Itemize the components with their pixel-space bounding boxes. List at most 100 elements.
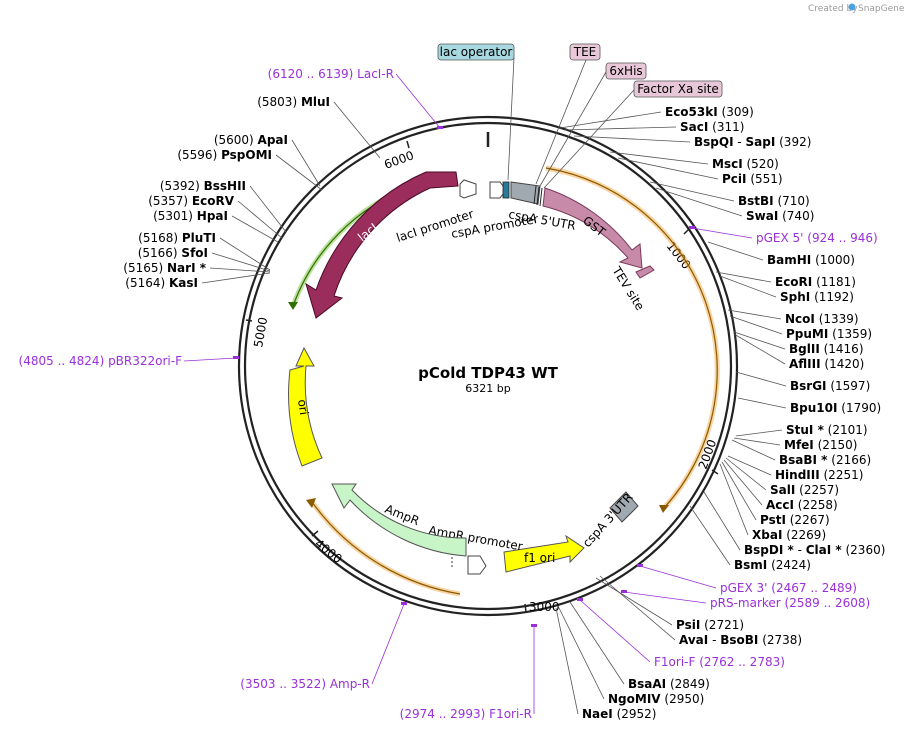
site-leader-line: [721, 461, 757, 521]
restriction-site[interactable]: AccI (2258): [723, 459, 838, 512]
restriction-site[interactable]: XbaI (2269): [719, 463, 826, 542]
restriction-site[interactable]: NaeI (2952): [555, 607, 656, 721]
primer-label: (3503 .. 3522) Amp-R: [240, 677, 370, 691]
restriction-site[interactable]: BsrGI (1597): [735, 371, 870, 393]
cspa-3utr-feature[interactable]: [609, 491, 639, 523]
restriction-site[interactable]: SalI (2257): [725, 457, 839, 497]
restriction-site[interactable]: BsaAI (2849): [569, 601, 710, 691]
lac-operator-feature[interactable]: [502, 181, 510, 199]
laci-promoter-feature[interactable]: [459, 179, 477, 199]
restriction-site[interactable]: (5166) SfoI: [138, 246, 271, 272]
restriction-site[interactable]: BstBI (710): [649, 181, 810, 208]
site-leader-line: [719, 463, 749, 536]
site-label: AvaI - BsoBI (2738): [679, 633, 802, 647]
factor-xa-box[interactable]: [633, 80, 723, 98]
primer-label: pGEX 3' (2467 .. 2489): [720, 581, 857, 595]
restriction-site[interactable]: SphI (1192): [719, 275, 854, 304]
primer[interactable]: (2974 .. 2993) F1ori-R: [400, 624, 537, 721]
tee-box[interactable]: [569, 43, 601, 61]
restriction-site[interactable]: SacI (311): [563, 120, 744, 134]
restriction-site[interactable]: BsaBI * (2166): [731, 439, 871, 467]
site-leader-line: [559, 111, 662, 129]
site-label: PciI (551): [722, 172, 783, 186]
6xhis-box[interactable]: [605, 62, 647, 80]
site-label: BamHI (1000): [767, 253, 855, 267]
site-leader-line: [725, 457, 767, 491]
restriction-site[interactable]: EcoRI (1181): [715, 271, 856, 289]
restriction-site[interactable]: MscI (520): [609, 151, 779, 171]
restriction-site[interactable]: (5803) MluI: [257, 95, 381, 159]
primer[interactable]: (6120 .. 6139) LacI-R: [268, 67, 443, 129]
primer[interactable]: pRS-marker (2589 .. 2608): [621, 590, 870, 610]
primer-label: (2974 .. 2993) F1ori-R: [400, 707, 532, 721]
site-leader-line: [569, 601, 625, 685]
orange-band-arrowhead: [659, 505, 669, 513]
tick-label-5000: 5000: [251, 316, 270, 349]
primer-leader-line: [639, 565, 717, 589]
primer[interactable]: pGEX 5' (924 .. 946): [689, 226, 878, 245]
cspa-5utr-feature[interactable]: [510, 181, 541, 205]
restriction-site[interactable]: (5392) BssHII: [160, 179, 287, 233]
tick-4000: [311, 530, 319, 537]
restriction-site[interactable]: (5168) PluTI: [138, 231, 271, 271]
restriction-site[interactable]: Bpu10I (1790): [737, 397, 881, 415]
restriction-site[interactable]: BamHI (1000): [707, 241, 855, 267]
restriction-site[interactable]: HindIII (2251): [727, 455, 863, 482]
primer-label: pGEX 5' (924 .. 946): [756, 231, 878, 245]
restriction-site[interactable]: PpuMI (1359): [729, 315, 872, 341]
restriction-site[interactable]: MfeI (2150): [733, 437, 857, 452]
restriction-site[interactable]: (5165) NarI *: [123, 261, 271, 275]
laci-feature[interactable]: [305, 171, 459, 319]
restriction-site[interactable]: (5357) EcoRV: [148, 194, 283, 239]
primer-leader-line: [691, 227, 753, 239]
restriction-site[interactable]: (5596) PspOMI: [177, 148, 323, 191]
site-leader-line: [733, 331, 786, 350]
site-label: Bpu10I (1790): [790, 401, 881, 415]
restriction-site[interactable]: Eco53kI (309): [559, 105, 754, 129]
tee-box-label: TEE: [573, 45, 597, 59]
gst-feature[interactable]: [542, 187, 643, 269]
restriction-site[interactable]: AvaI - BsoBI (2738): [599, 575, 802, 647]
restriction-site[interactable]: (5301) HpaI: [153, 209, 279, 243]
site-label: EcoRI (1181): [775, 275, 856, 289]
lac-operator-box[interactable]: [437, 43, 515, 61]
restriction-site[interactable]: SwaI (740): [655, 187, 814, 223]
restriction-site[interactable]: StuI * (2101): [735, 423, 868, 437]
site-leader-line: [209, 267, 271, 273]
restriction-site[interactable]: (5600) ApaI: [214, 133, 321, 187]
restriction-site[interactable]: BspQI - SapI (392): [573, 135, 811, 149]
ori-feature[interactable]: [288, 346, 323, 467]
primer[interactable]: (4805 .. 4824) pBR322ori-F: [19, 354, 239, 368]
primer[interactable]: F1ori-F (2762 .. 2783): [577, 598, 785, 669]
site-label: (5600) ApaI: [214, 133, 288, 147]
restriction-site[interactable]: NgoMIV (2950): [557, 605, 704, 706]
site-leader-line: [723, 459, 763, 506]
site-label: (5168) PluTI: [138, 231, 216, 245]
restriction-site[interactable]: BglII (1416): [733, 331, 864, 356]
tick-3000: [524, 603, 527, 613]
restriction-site[interactable]: AflIII (1420): [733, 333, 864, 371]
restriction-site[interactable]: BspDI * - ClaI * (2360): [703, 491, 885, 557]
site-leader-line: [219, 237, 271, 271]
site-leader-line: [249, 185, 287, 233]
backbone-inner-circle: [243, 121, 733, 611]
restriction-site[interactable]: PciI (551): [617, 157, 783, 186]
restriction-site[interactable]: PstI (2267): [721, 461, 830, 527]
site-label: BsrGI (1597): [790, 379, 870, 393]
restriction-site[interactable]: BsmI (2424): [689, 505, 811, 572]
site-leader-line: [719, 275, 777, 298]
site-label: BspQI - SapI (392): [694, 135, 811, 149]
f1-ori-feature[interactable]: [503, 534, 585, 573]
f1-ori-label: f1 ori: [524, 551, 555, 565]
site-label: BspDI * - ClaI * (2360): [744, 543, 885, 557]
primer[interactable]: (3503 .. 3522) Amp-R: [240, 602, 407, 691]
restriction-site[interactable]: (5164) KasI: [125, 272, 271, 290]
tev-site-feature[interactable]: [635, 265, 655, 279]
restriction-site[interactable]: NcoI (1339): [727, 309, 859, 326]
restriction-site[interactable]: PsiI (2721): [595, 577, 744, 632]
left-restriction-sites: (5803) MluI(5600) ApaI(5596) PspOMI(5392…: [123, 95, 381, 290]
ampr-promoter-feature[interactable]: [467, 555, 487, 575]
site-label: (5392) BssHII: [160, 179, 246, 193]
primer[interactable]: pGEX 3' (2467 .. 2489): [637, 564, 857, 595]
ampr-feature[interactable]: [331, 483, 467, 557]
